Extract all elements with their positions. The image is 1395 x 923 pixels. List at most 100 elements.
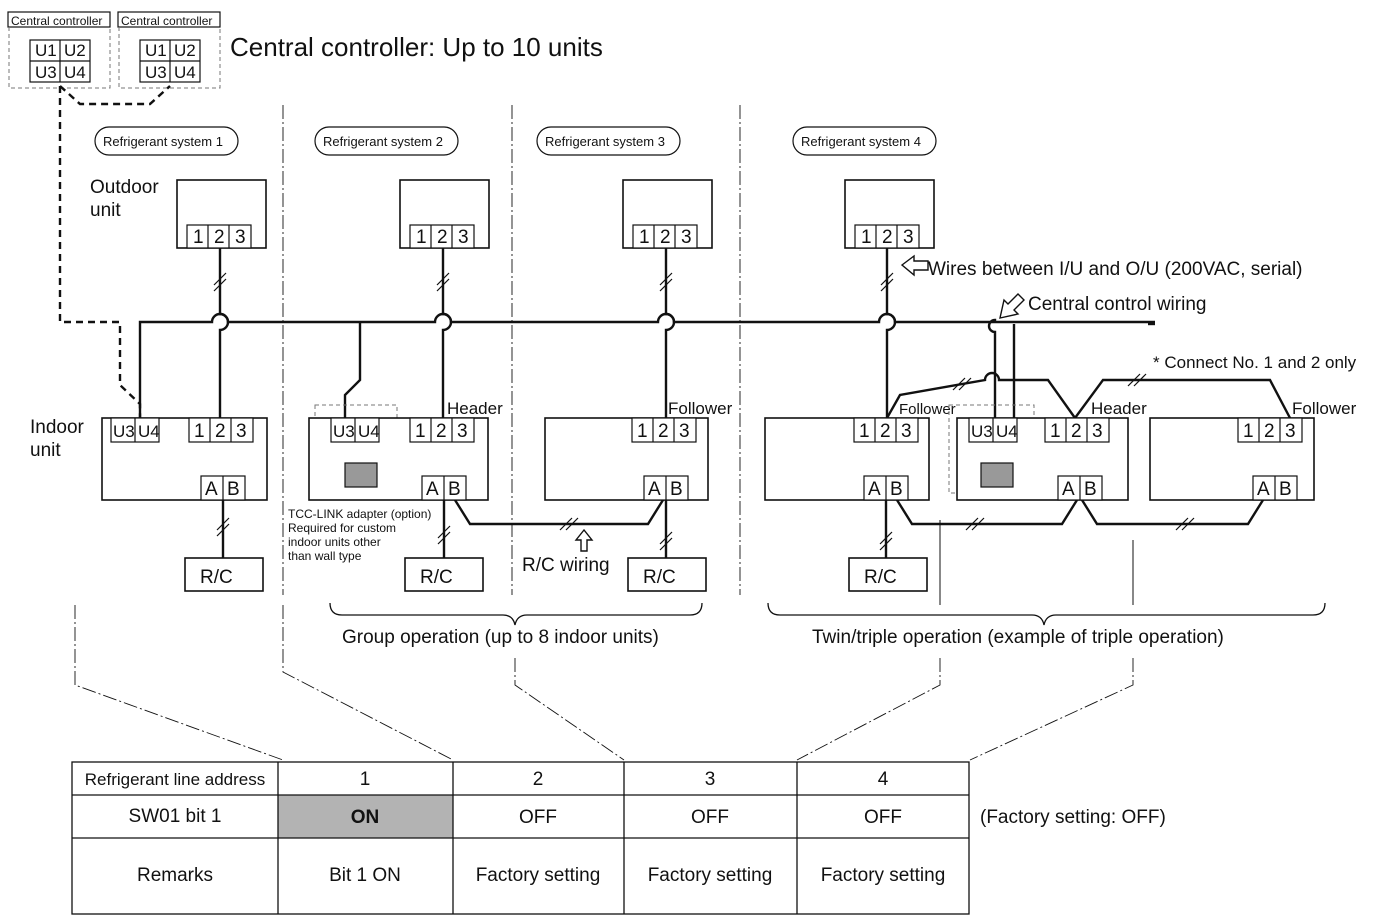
svg-text:3: 3 [1092, 421, 1103, 442]
svg-text:R/C: R/C [420, 567, 453, 588]
svg-text:2: 2 [437, 227, 448, 248]
cc1-u3: U3 [35, 63, 57, 82]
follower-label-3: Follower [1292, 399, 1357, 418]
factory-setting-note: (Factory setting: OFF) [980, 807, 1166, 828]
group-operation-label: Group operation (up to 8 indoor units) [342, 627, 659, 648]
svg-text:2: 2 [880, 421, 891, 442]
svg-text:A: A [868, 479, 881, 500]
svg-text:3: 3 [681, 227, 692, 248]
arrow-left-icon [900, 254, 929, 277]
svg-text:U4: U4 [138, 422, 160, 441]
follower-label-2: Follower [899, 401, 956, 418]
svg-text:3: 3 [236, 421, 247, 442]
outdoor-unit-4: 1 2 3 [844, 179, 935, 249]
central-controller-1: Central controller U1 U2 U3 U4 [7, 11, 111, 89]
iu-ou-wires [218, 248, 897, 418]
cc2-u3: U3 [145, 63, 167, 82]
svg-text:Refrigerant system 4: Refrigerant system 4 [801, 134, 921, 149]
central-control-wiring-label: Central control wiring [1028, 294, 1206, 315]
outdoor-unit-3: 1 2 3 [622, 179, 713, 249]
remote-controller-2: R/C [404, 557, 484, 592]
svg-text:3: 3 [457, 421, 468, 442]
svg-text:1: 1 [637, 421, 648, 442]
svg-text:2: 2 [215, 421, 226, 442]
central-control-wire [138, 312, 1155, 418]
table-header-3: 3 [705, 769, 716, 790]
wires-iu-ou-label: Wires between I/U and O/U (200VAC, seria… [928, 259, 1303, 280]
table-header-2: 2 [533, 769, 544, 790]
svg-text:1: 1 [193, 227, 204, 248]
svg-text:B: B [227, 479, 240, 500]
svg-text:1: 1 [859, 421, 870, 442]
indoor-unit-label-line1: Indoor [30, 417, 85, 438]
table-cell-on: ON [351, 807, 380, 828]
svg-text:3: 3 [901, 421, 912, 442]
outdoor-unit-label-line2: unit [90, 200, 121, 221]
table-remark-2: Factory setting [476, 865, 601, 886]
system-label-1: Refrigerant system 1 [94, 126, 239, 156]
on-cell-highlight [278, 795, 453, 838]
svg-text:3: 3 [458, 227, 469, 248]
remote-controller-4: R/C [848, 557, 928, 592]
rc-wiring-label: R/C wiring [522, 555, 610, 576]
svg-text:B: B [1084, 479, 1097, 500]
svg-text:2: 2 [436, 421, 447, 442]
header-label-1: Header [447, 399, 503, 418]
cc1-u1: U1 [35, 41, 57, 60]
table-header-1: 1 [360, 769, 371, 790]
indoor-unit-4c: 1 2 3 A B [1149, 417, 1315, 501]
svg-text:B: B [1279, 479, 1292, 500]
leader-lines [74, 605, 1134, 761]
svg-text:1: 1 [194, 421, 205, 442]
svg-text:U3: U3 [333, 422, 355, 441]
svg-text:3: 3 [903, 227, 914, 248]
table-cell-off-3: OFF [691, 807, 729, 828]
svg-text:1: 1 [1243, 421, 1254, 442]
svg-text:B: B [448, 479, 461, 500]
cc2-u2: U2 [174, 41, 196, 60]
svg-text:Refrigerant system 1: Refrigerant system 1 [103, 134, 223, 149]
cc2-u1: U1 [145, 41, 167, 60]
twin-operation-label: Twin/triple operation (example of triple… [812, 627, 1224, 648]
outdoor-unit-1: 1 2 3 [176, 179, 267, 249]
svg-text:3: 3 [679, 421, 690, 442]
svg-text:1: 1 [861, 227, 872, 248]
table-cell-off-2: OFF [519, 807, 557, 828]
indoor-unit-4b: U3 U4 1 2 3 A B [956, 417, 1129, 501]
address-table: Refrigerant line address 1 2 3 4 SW01 bi… [71, 761, 970, 915]
svg-text:R/C: R/C [864, 567, 897, 588]
svg-text:2: 2 [882, 227, 893, 248]
svg-text:Refrigerant system 2: Refrigerant system 2 [323, 134, 443, 149]
svg-text:1: 1 [1050, 421, 1061, 442]
tcc-note-3: indoor units other [288, 535, 381, 549]
controller-link-wire [59, 85, 171, 106]
svg-text:2: 2 [660, 227, 671, 248]
svg-text:A: A [1062, 479, 1075, 500]
svg-text:A: A [1257, 479, 1270, 500]
svg-text:A: A [648, 479, 661, 500]
svg-text:3: 3 [1285, 421, 1296, 442]
group-brace [329, 602, 703, 626]
svg-text:2: 2 [1071, 421, 1082, 442]
cc2-u4: U4 [174, 63, 196, 82]
table-remark-4: Factory setting [821, 865, 946, 886]
diagram-title: Central controller: Up to 10 units [230, 32, 603, 62]
system-label-3: Refrigerant system 3 [536, 126, 681, 156]
cc1-u2: U2 [64, 41, 86, 60]
svg-text:2: 2 [1264, 421, 1275, 442]
svg-text:1: 1 [415, 421, 426, 442]
svg-text:2: 2 [214, 227, 225, 248]
svg-text:U4: U4 [358, 422, 380, 441]
table-remark-1: Bit 1 ON [329, 865, 401, 886]
svg-text:1: 1 [416, 227, 427, 248]
table-header-label: Refrigerant line address [85, 770, 265, 789]
svg-text:R/C: R/C [200, 567, 233, 588]
table-header-4: 4 [878, 769, 889, 790]
indoor-unit-3: 1 2 3 A B [544, 417, 709, 501]
indoor-unit-1: U3 U4 1 2 3 A B [101, 417, 268, 501]
central-controller-2-label: Central controller [121, 14, 212, 28]
rc-wiring [453, 499, 665, 526]
tcc-note-4: than wall type [288, 549, 362, 563]
svg-text:U4: U4 [996, 422, 1018, 441]
